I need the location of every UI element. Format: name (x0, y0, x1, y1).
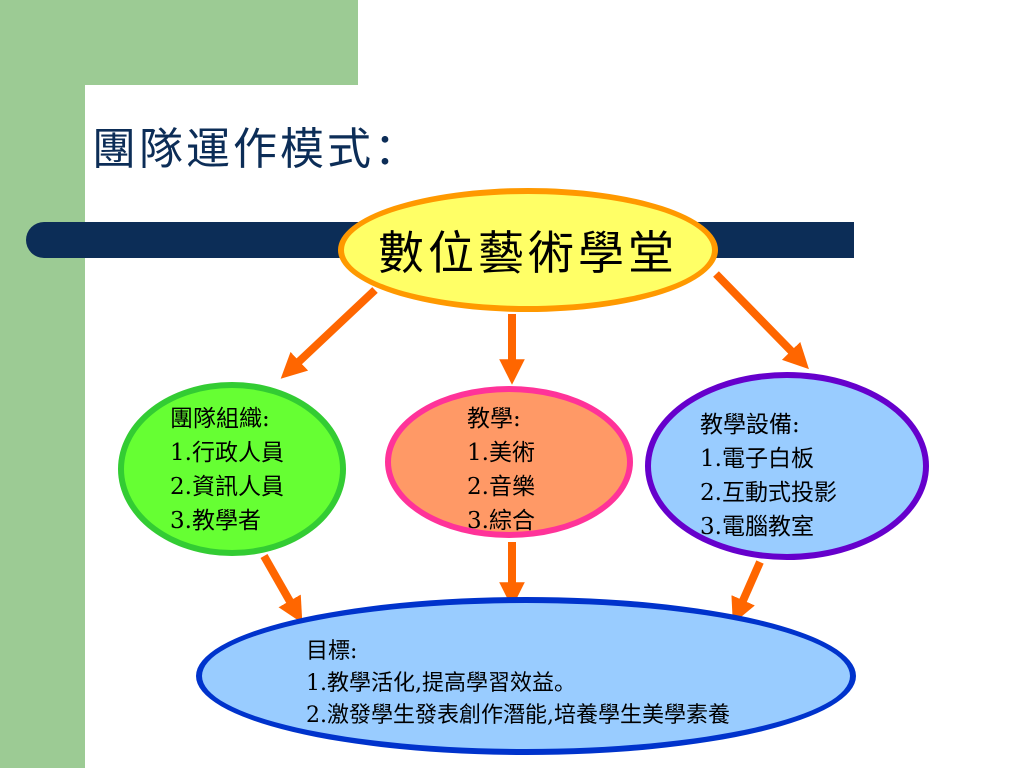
equipment-node-text: 教學設備: 1.電子白板 2.互動式投影 3.電腦教室 (700, 408, 837, 544)
teaching-item: 3.綜合 (467, 508, 535, 534)
arrow-center-to-equipment (713, 271, 809, 370)
teaching-heading: 教學: (467, 406, 521, 432)
organization-item: 2.資訊人員 (170, 474, 284, 500)
teaching-node-text: 教學: 1.美術 2.音樂 3.綜合 (467, 402, 535, 538)
organization-item: 1.行政人員 (170, 440, 284, 466)
equipment-heading: 教學設備: (700, 412, 800, 438)
organization-heading: 團隊組織: (170, 406, 270, 432)
goal-item: 2.激發學生發表創作潛能,培養學生美學素養 (306, 703, 730, 728)
arrow-equipment-to-goal (731, 560, 764, 624)
organization-node-text: 團隊組織: 1.行政人員 2.資訊人員 3.教學者 (170, 402, 284, 538)
arrow-organization-to-goal (260, 554, 303, 624)
slide-title: 團隊運作模式： (92, 124, 421, 175)
teaching-item: 2.音樂 (467, 474, 535, 500)
goal-heading: 目標: (306, 639, 358, 664)
goal-item: 1.教學活化,提高學習效益。 (306, 671, 576, 696)
arrow-center-to-organization (280, 287, 378, 379)
equipment-item: 3.電腦教室 (700, 514, 814, 540)
organization-item: 3.教學者 (170, 508, 261, 534)
goal-node-ellipse (196, 597, 856, 755)
goal-node-text: 目標: 1.教學活化,提高學習效益。 2.激發學生發表創作潛能,培養學生美學素養 (306, 636, 730, 732)
teaching-item: 1.美術 (467, 440, 535, 466)
equipment-item: 1.電子白板 (700, 446, 814, 472)
center-node-label: 數位藝術學堂 (378, 226, 678, 280)
background-green-top (0, 0, 358, 85)
equipment-node-ellipse (645, 372, 929, 560)
center-node-ellipse (338, 188, 718, 312)
teaching-node-ellipse (385, 386, 633, 538)
organization-node-ellipse (118, 382, 346, 556)
background-green-left (0, 0, 85, 768)
equipment-item: 2.互動式投影 (700, 480, 837, 506)
